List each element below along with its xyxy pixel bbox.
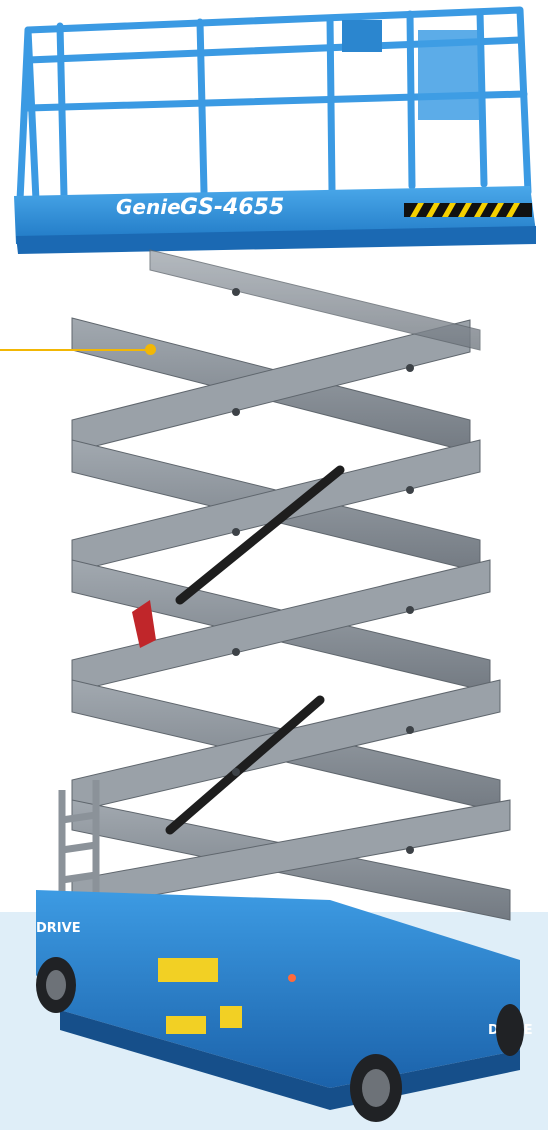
warning-decal — [158, 958, 218, 982]
platform-panel — [418, 30, 480, 120]
entry-ladder — [58, 780, 100, 905]
pivot-pins — [232, 288, 414, 854]
platform-deck — [14, 186, 536, 254]
callout-line — [0, 349, 150, 351]
brand-logo: Genie — [116, 195, 181, 219]
hazard-stripe — [404, 203, 532, 217]
drive-badge-left: DRIVE — [36, 921, 81, 936]
safety-prop — [132, 600, 156, 648]
callout-marker-icon — [145, 344, 156, 355]
warning-decal — [220, 1006, 242, 1028]
control-box — [342, 20, 382, 52]
chassis-base — [36, 890, 520, 1110]
wheels — [36, 957, 524, 1122]
model-label: GS-4655 — [180, 195, 284, 220]
indicator-light — [288, 974, 296, 982]
hydraulic-cylinder — [165, 465, 345, 835]
warning-decal — [166, 1016, 206, 1034]
scissor-stack — [71, 249, 511, 921]
